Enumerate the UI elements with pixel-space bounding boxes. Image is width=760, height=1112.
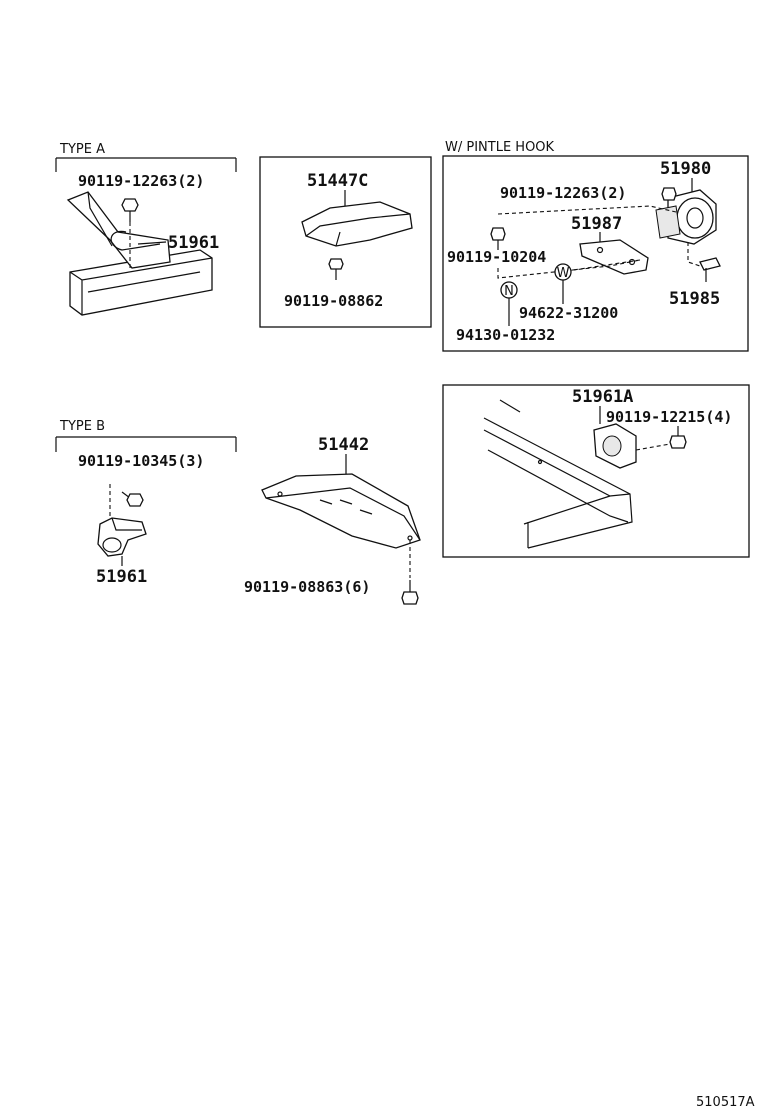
rear-bolt-icon — [669, 435, 687, 449]
pintle-heading: W/ PINTLE HOOK — [445, 140, 555, 155]
nut-label: 94130-01232 — [456, 326, 555, 344]
a-hook-label: 51961 — [168, 233, 219, 253]
pintle-bracket-body — [579, 239, 649, 275]
type-a-frame-rail — [69, 249, 213, 316]
guard-c-bolt-icon — [328, 258, 344, 280]
rear-frame — [483, 399, 633, 549]
b-bolt-label: 90119-10345(3) — [78, 452, 204, 470]
pintle-hook-body — [655, 189, 717, 245]
washer-code: W — [557, 266, 570, 281]
type-b-heading: TYPE B — [59, 419, 105, 434]
guard-bolt-icon — [401, 580, 419, 605]
rear-bolt-dashline — [635, 443, 671, 451]
guard-c-box — [259, 156, 432, 328]
rear-hook-group: 51961A 90119-12215(4) — [442, 384, 750, 558]
type-a-heading: TYPE A — [59, 142, 105, 157]
pintle-pin-dashline — [687, 242, 701, 267]
type-a-group: TYPE A 90119-12263(2) 51961 — [55, 142, 237, 316]
b-hook-label: 51961 — [96, 567, 147, 587]
b-hook-body — [97, 517, 147, 557]
guard-bolt-label: 90119-08863(6) — [244, 578, 370, 596]
a-bolt-icon — [121, 198, 139, 222]
pintle-bolt2-label: 90119-10204 — [447, 248, 546, 266]
rear-bolt-label: 90119-12215(4) — [606, 408, 732, 426]
guard-group: 51442 90119-08863(6) — [244, 435, 421, 605]
pintle-bolt2-dashline — [497, 259, 641, 279]
pintle-bolt2-icon — [490, 227, 506, 250]
guard-c-label: 51447C — [307, 171, 368, 191]
a-bolt-label: 90119-12263(2) — [78, 172, 204, 190]
pintle-pin-label: 51985 — [669, 289, 720, 309]
guard-c-group: 51447C 90119-08862 — [259, 156, 432, 328]
nut-code: N — [504, 284, 514, 299]
type-a-hook-shape — [110, 230, 161, 251]
guard-label: 51442 — [318, 435, 369, 455]
pintle-pin-icon — [699, 257, 721, 282]
a-hook-leader — [137, 241, 167, 245]
pintle-box — [442, 155, 749, 352]
pintle-bolt-dashline — [497, 205, 677, 215]
type-a-bracket — [55, 157, 237, 172]
pintle-bolt-icon — [661, 187, 677, 201]
rear-hook-box — [442, 384, 750, 558]
guard-c-bolt-label: 90119-08862 — [284, 292, 383, 310]
washer-label: 94622-31200 — [519, 304, 618, 322]
b-bolt-icon — [121, 491, 144, 507]
guard-c-plate — [301, 201, 413, 247]
catalog-code: 510517A — [696, 1095, 755, 1110]
rear-hook-body — [593, 423, 637, 469]
pintle-bolt-label: 90119-12263(2) — [500, 184, 626, 202]
guard-plate — [261, 473, 421, 549]
pintle-bracket-label: 51987 — [571, 214, 622, 234]
type-a-bracket-arm — [66, 191, 171, 269]
rear-hook-label: 51961A — [572, 387, 633, 407]
type-b-bracket — [55, 436, 237, 452]
pintle-hook-label: 51980 — [660, 159, 711, 179]
type-b-group: TYPE B 90119-10345(3) 51961 — [55, 419, 237, 587]
pintle-group: W/ PINTLE HOOK 51980 90119-12263(2) 5198… — [442, 140, 749, 352]
